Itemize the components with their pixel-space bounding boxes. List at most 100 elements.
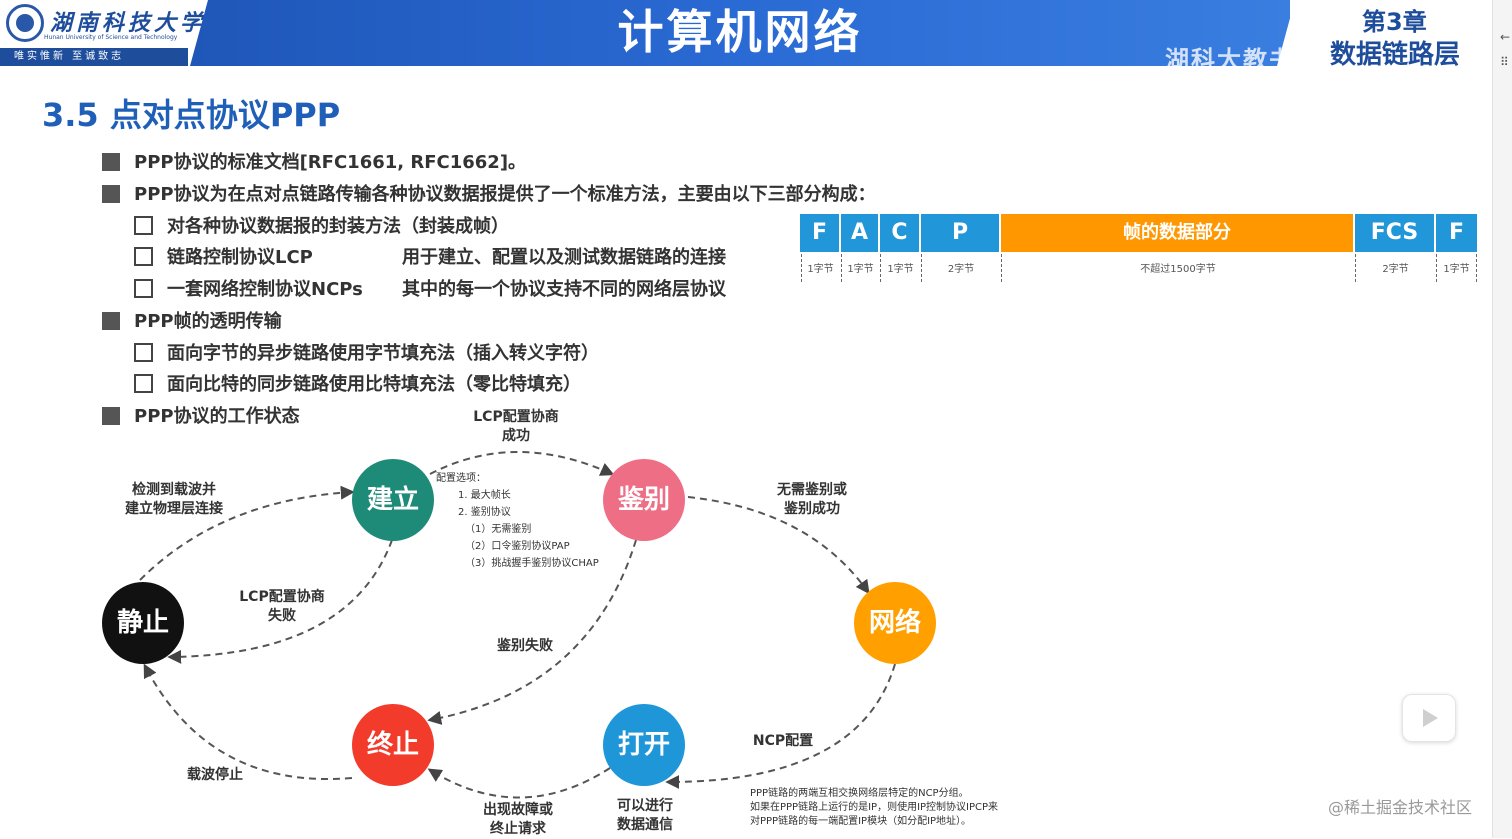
bullet-text: PPP协议为在点对点链路传输各种协议数据报提供了一个标准方法，主要由以下三部分构…	[134, 184, 876, 205]
ncp-note-line: PPP链路的两端互相交换网络层特定的NCP分组。	[750, 788, 969, 799]
label-line: 出现故障或	[483, 802, 553, 818]
label-carrier-stop: 载波停止	[187, 767, 243, 783]
arrow-authenticate-to-terminate	[427, 539, 637, 725]
label-line: 失败	[268, 608, 296, 624]
frame-divider	[921, 254, 922, 282]
watermark-text: 湖科大教书匠	[1165, 46, 1321, 74]
bullet-components: PPP协议为在点对点链路传输各种协议数据报提供了一个标准方法，主要由以下三部分构…	[102, 180, 876, 206]
label-line: 建立物理层连接	[125, 501, 223, 517]
label-no-auth: 无需鉴别或鉴别成功	[770, 481, 854, 519]
frame-divider	[841, 254, 842, 282]
sub-encapsulation: 对各种协议数据报的封装方法（封装成帧）	[134, 212, 509, 238]
label-lcp-success: LCP配置协商成功	[468, 408, 564, 446]
arrow-open-to-terminate	[427, 767, 611, 799]
section-title: 3.5 点对点协议PPP	[42, 96, 341, 134]
checkbox-bullet-icon	[134, 374, 153, 393]
config-option: （1）无需鉴别	[465, 524, 532, 535]
side-toolbar	[1492, 0, 1512, 838]
frame-field-flag-end: F	[1436, 214, 1477, 252]
sub-lcp: 链路控制协议LCP	[134, 243, 313, 269]
frame-divider	[880, 254, 881, 282]
label-line: 成功	[502, 428, 530, 444]
config-option: 1. 最大帧长	[458, 490, 511, 501]
frame-divider	[1355, 254, 1356, 282]
ncp-note-line: 对PPP链路的每一端配置IP模块（如分配IP地址）。	[750, 816, 972, 827]
square-bullet-icon	[102, 153, 120, 171]
title-banner	[190, 0, 1295, 66]
frame-size-label: 2字节	[947, 264, 975, 275]
frame-field-flag: F	[800, 214, 841, 252]
state-open: 打开	[603, 704, 685, 786]
frame-size-label: 1字节	[1443, 264, 1470, 275]
label-line: 鉴别成功	[784, 501, 840, 517]
arrow-terminate-to-dead	[143, 663, 353, 780]
arrow-network-to-open	[665, 663, 896, 789]
label-fault: 出现故障或终止请求	[476, 801, 560, 839]
frame-divider	[801, 254, 802, 282]
label-line: 检测到载波并	[132, 482, 216, 498]
state-terminate: 终止	[352, 704, 434, 786]
sub-byte-stuffing: 面向字节的异步链路使用字节填充法（插入转义字符）	[134, 339, 599, 365]
slide-header: 湖南科技大学 Hunan University of Science and T…	[0, 0, 1512, 74]
university-name: 湖南科技大学	[50, 10, 207, 36]
square-bullet-icon	[102, 312, 120, 330]
chapter-box	[1290, 0, 1480, 66]
frame-size-label: 1字节	[887, 264, 914, 275]
frame-size-label: 不超过1500字节	[1140, 264, 1216, 275]
config-option: （2）口令鉴别协议PAP	[465, 541, 570, 552]
bullet-text: PPP协议的工作状态	[134, 406, 300, 427]
sub-text: 链路控制协议LCP	[167, 247, 313, 268]
sub-bit-stuffing: 面向比特的同步链路使用比特填充法（零比特填充）	[134, 370, 581, 396]
checkbox-bullet-icon	[134, 216, 153, 235]
sub-ncp: 一套网络控制协议NCPs	[134, 275, 363, 301]
university-seal-icon	[6, 4, 44, 42]
frame-field-protocol: P	[921, 214, 1001, 252]
square-bullet-icon	[102, 185, 120, 203]
bullet-text: PPP协议的标准文档[RFC1661, RFC1662]。	[134, 152, 527, 173]
frame-size-label: 1字节	[807, 264, 834, 275]
frame-divider	[1476, 254, 1477, 282]
play-icon	[1423, 709, 1438, 727]
frame-divider	[1436, 254, 1437, 282]
frame-divider	[1001, 254, 1002, 282]
label-auth-fail: 鉴别失败	[497, 638, 553, 654]
ncp-note-line: 如果在PPP链路上运行的是IP，则使用IP控制协议IPCP来	[750, 802, 999, 813]
checkbox-bullet-icon	[134, 343, 153, 362]
lcp-description: 用于建立、配置以及测试数据链路的连接	[402, 247, 726, 268]
university-name-en: Hunan University of Science and Technolo…	[44, 34, 178, 41]
label-lcp-fail: LCP配置协商失败	[234, 588, 330, 626]
config-options-heading: 配置选项：	[436, 473, 486, 484]
state-establish: 建立	[352, 459, 434, 541]
label-data-comm: 可以进行数据通信	[610, 797, 680, 835]
sub-text: 面向比特的同步链路使用比特填充法（零比特填充）	[167, 374, 581, 395]
sub-text: 对各种协议数据报的封装方法（封装成帧）	[167, 216, 509, 237]
label-ncp-config: NCP配置	[752, 733, 814, 749]
course-title: 计算机网络	[617, 5, 863, 59]
ncp-description: 其中的每一个协议支持不同的网络层协议	[402, 279, 726, 300]
label-carrier-detected: 检测到载波并建立物理层连接	[118, 481, 230, 519]
frame-field-control: C	[880, 214, 921, 252]
arrow-establish-to-dead	[167, 539, 393, 664]
chapter-number: 第3章	[1362, 8, 1427, 36]
back-arrow-icon[interactable]: ←	[1500, 30, 1511, 44]
state-dead: 静止	[102, 582, 184, 664]
frame-field-address: A	[841, 214, 880, 252]
frame-size-label: 2字节	[1382, 264, 1409, 275]
checkbox-bullet-icon	[134, 279, 153, 298]
grid-icon[interactable]: ⠿	[1500, 55, 1509, 69]
label-line: 可以进行	[617, 798, 673, 814]
frame-field-fcs: FCS	[1355, 214, 1436, 252]
university-logo: 湖南科技大学 Hunan University of Science and T…	[0, 0, 202, 66]
arrow-dead-to-establish	[139, 485, 355, 581]
state-network: 网络	[854, 582, 936, 664]
sub-text: 面向字节的异步链路使用字节填充法（插入转义字符）	[167, 343, 599, 364]
label-line: LCP配置协商	[239, 589, 325, 605]
bullet-states: PPP协议的工作状态	[102, 402, 300, 428]
video-play-button[interactable]	[1402, 694, 1456, 742]
label-line: 数据通信	[617, 817, 673, 833]
site-credit: @稀土掘金技术社区	[1328, 798, 1473, 817]
label-line: 终止请求	[490, 821, 546, 837]
arrow-authenticate-to-network	[687, 496, 870, 595]
chapter-title: 数据链路层	[1330, 40, 1461, 70]
